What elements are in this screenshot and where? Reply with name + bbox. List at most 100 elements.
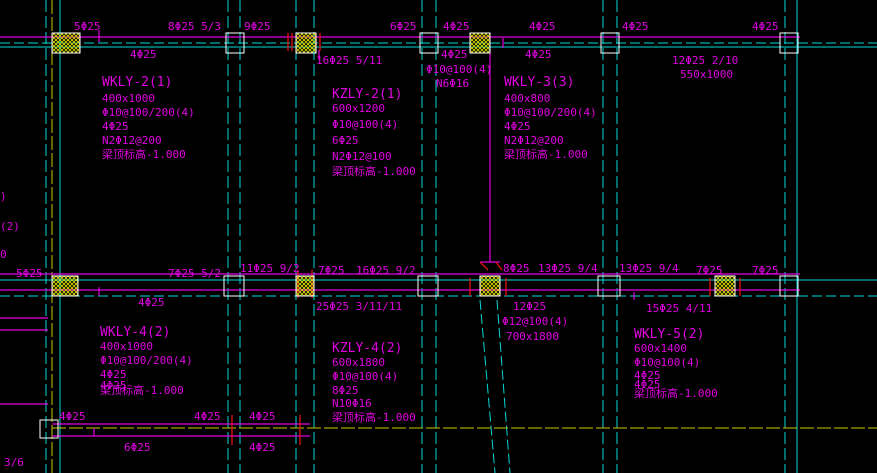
- column-edges: [51, 0, 877, 473]
- beam-label-line: 4Φ25: [634, 369, 661, 382]
- beam-label-line: WKLY-2(1): [102, 75, 172, 90]
- beam-label-line: N2Φ12@100: [332, 150, 392, 163]
- column: [597, 275, 621, 297]
- column-hatched: [51, 32, 81, 54]
- beam-label-line: 400x800: [504, 92, 550, 105]
- mid-annot-m12: 25Φ25 3/11/11: [316, 300, 402, 313]
- rebar-tick: [495, 261, 503, 271]
- column: [225, 32, 245, 54]
- column: [419, 32, 439, 54]
- column: [779, 275, 799, 297]
- top-annot-t3: 9Φ25: [244, 20, 271, 33]
- mid-annot-m13: 12Φ25: [513, 300, 546, 313]
- column-hatched: [479, 275, 501, 297]
- beam-label-line: 4Φ25: [634, 378, 661, 391]
- beam-label-line: 梁顶标高-1.000: [100, 383, 184, 397]
- mid-annot-m14: Φ12@100(4): [502, 315, 568, 328]
- axis-line-diag-a: [479, 299, 496, 473]
- column-hatched: [469, 32, 491, 54]
- beam-labels: WKLY-2(1) 400x1000 Φ10@100/200(4) 4Φ25 N…: [100, 75, 718, 424]
- mid-annot-m16: 15Φ25 4/11: [646, 302, 712, 315]
- annotations-mid: 5Φ25 7Φ25 5/2 11Φ25 9/2 7Φ25 16Φ25 9/2 8…: [16, 262, 779, 343]
- left-fragment-1: ): [0, 190, 7, 203]
- top-annot-t11: 4Φ25: [441, 48, 468, 61]
- top-annot-t5: 4Φ25: [443, 20, 470, 33]
- mid-annot-m7: 13Φ25 9/4: [538, 262, 598, 275]
- beam-label-kzly-2: KZLY-2(1) 600x1200 Φ10@100(4) 6Φ25 N2Φ12…: [332, 87, 416, 178]
- mid-annot-m4: 7Φ25: [318, 264, 345, 277]
- top-annot-t2: 8Φ25 5/3: [168, 20, 221, 33]
- beam-label-line: WKLY-4(2): [100, 325, 170, 340]
- beam-label-line: 600x1200: [332, 102, 385, 115]
- beam-label-line: Φ10@100/200(4): [100, 354, 193, 367]
- mid-annot-m9: 7Φ25: [696, 264, 723, 277]
- annotations-top: 5Φ25 8Φ25 5/3 9Φ25 6Φ25 4Φ25 4Φ25 4Φ25 4…: [74, 20, 779, 90]
- axis-line-diag-b: [496, 299, 511, 473]
- beam-label-line: KZLY-2(1): [332, 87, 402, 102]
- column-hatched: [295, 275, 315, 297]
- top-annot-t13: Φ10@100(4): [426, 63, 492, 76]
- beam-label-line: Φ10@100(4): [332, 118, 398, 131]
- column: [600, 32, 620, 54]
- column: [779, 32, 799, 54]
- columns: [39, 32, 799, 439]
- beam-label-line: 梁顶标高-1.000: [102, 147, 186, 161]
- beam-label-wkly-2: WKLY-2(1) 400x1000 Φ10@100/200(4) 4Φ25 N…: [102, 75, 195, 161]
- rebar-tick: [479, 261, 489, 271]
- beam-label-line: N2Φ12@200: [102, 134, 162, 147]
- top-annot-t14: N6Φ16: [436, 77, 469, 90]
- beam-label-line: Φ10@100(4): [332, 370, 398, 383]
- beam-label-line: 600x1800: [332, 356, 385, 369]
- beam-label-line: Φ10@100/200(4): [504, 106, 597, 119]
- mid-annot-m5: 16Φ25 9/2: [356, 264, 416, 277]
- column: [223, 275, 245, 297]
- bottom-annot-b1: 4Φ25: [59, 410, 86, 423]
- column: [39, 419, 59, 439]
- beam-label-line: 4Φ25: [102, 120, 129, 133]
- top-annot-t1: 5Φ25: [74, 20, 101, 33]
- beam-label-line: WKLY-3(3): [504, 75, 574, 90]
- beam-label-wkly-3: WKLY-3(3) 400x800 Φ10@100/200(4) 4Φ25 N2…: [504, 75, 597, 161]
- beam-label-wkly-4: WKLY-4(2) 400x1000 Φ10@100/200(4) 4Φ25 4…: [100, 325, 193, 397]
- annotations-bottom: 4Φ25 4Φ25 4Φ25 6Φ25 4Φ25 3/6: [4, 410, 276, 469]
- column-hatched: [714, 275, 736, 297]
- beam-label-line: 4Φ25: [100, 379, 127, 392]
- beam-label-line: 6Φ25: [332, 134, 359, 147]
- column-hatched: [295, 32, 317, 54]
- mid-annot-m6: 8Φ25: [503, 262, 530, 275]
- mid-annot-m3: 11Φ25 9/2: [240, 262, 300, 275]
- left-fragment-2: (2): [0, 220, 20, 233]
- column: [417, 275, 439, 297]
- top-annot-t10: 16Φ25 5/11: [316, 54, 382, 67]
- left-fragment-3: 0: [0, 248, 7, 261]
- left-edge-fragments: ) (2) 0: [0, 190, 20, 261]
- beam-label-line: 梁顶标高-1.000: [332, 164, 416, 178]
- bottom-annot-b4: 6Φ25: [124, 441, 151, 454]
- top-annot-t4: 6Φ25: [390, 20, 417, 33]
- top-annot-t16: 550x1000: [680, 68, 733, 81]
- beam-label-line: 400x1000: [100, 340, 153, 353]
- beam-label-line: Φ10@100(4): [634, 356, 700, 369]
- mid-annot-m11: 4Φ25: [138, 296, 165, 309]
- top-annot-t12: 4Φ25: [525, 48, 552, 61]
- top-annot-t9: 4Φ25: [130, 48, 157, 61]
- beam-label-line: 4Φ25: [100, 368, 127, 381]
- beam-lines: [0, 30, 800, 437]
- mid-annot-m15: 700x1800: [506, 330, 559, 343]
- beam-label-line: 梁顶标高-1.000: [332, 410, 416, 424]
- beam-label-line: 梁顶标高-1.000: [504, 147, 588, 161]
- beam-label-wkly-5: WKLY-5(2) 600x1400 Φ10@100(4) 4Φ25 4Φ25 …: [634, 327, 718, 400]
- top-annot-t15: 12Φ25 2/10: [672, 54, 738, 67]
- mid-annot-m10: 7Φ25: [752, 264, 779, 277]
- bottom-annot-b6: 3/6: [4, 456, 24, 469]
- beam-label-line: 4Φ25: [504, 120, 531, 133]
- bottom-annot-b2: 4Φ25: [194, 410, 221, 423]
- mid-annot-m2: 7Φ25 5/2: [168, 267, 221, 280]
- beam-label-line: Φ10@100/200(4): [102, 106, 195, 119]
- beam-label-line: WKLY-5(2): [634, 327, 704, 342]
- top-annot-t6: 4Φ25: [529, 20, 556, 33]
- beam-label-line: KZLY-4(2): [332, 341, 402, 356]
- column-hatched: [51, 275, 79, 297]
